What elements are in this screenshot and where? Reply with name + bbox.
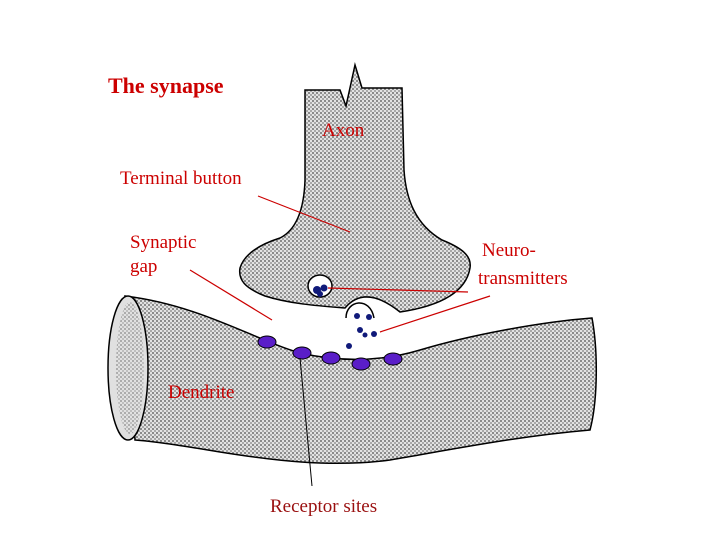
dendrite-end-cap-inner [116,302,144,434]
receptor-site [257,335,277,349]
receptor-sites-label: Receptor sites [270,496,377,517]
neurotransmitter-dot [354,313,360,319]
synaptic-gap-label-line2: gap [130,256,157,277]
page-title: The synapse [108,73,224,98]
receptor-site [351,357,371,371]
neurotransmitters-label-line2: transmitters [478,268,568,289]
synaptic-gap-pointer [189,269,273,321]
neurotransmitter-dot [320,284,328,292]
neurotransmitter-dot [366,314,372,320]
neurotransmitter-dot [362,332,368,338]
dendrite-label: Dendrite [168,382,234,403]
neurotransmitter-dot [317,291,323,297]
receptor-site [321,351,341,365]
neurotransmitter-dot [346,343,352,349]
neurotransmitter-pointer-lower [379,295,491,333]
neurotransmitter-dot [357,327,363,333]
synaptic-gap-label-line1: Synaptic [130,232,197,253]
receptor-site [383,352,403,366]
neurotransmitter-pointer-upper [327,287,469,293]
release-pocket [345,302,375,319]
terminal-button-pointer [257,195,351,233]
axon-terminal-shape [238,62,471,313]
receptor-sites-pointer [299,357,313,487]
neurotransmitters-label-line1: Neuro- [482,240,536,261]
dendrite-shape [124,295,598,465]
receptor-site [292,346,312,360]
axon-label: Axon [322,120,365,141]
terminal-button-label: Terminal button [120,168,242,189]
neurotransmitter-dot [371,331,377,337]
